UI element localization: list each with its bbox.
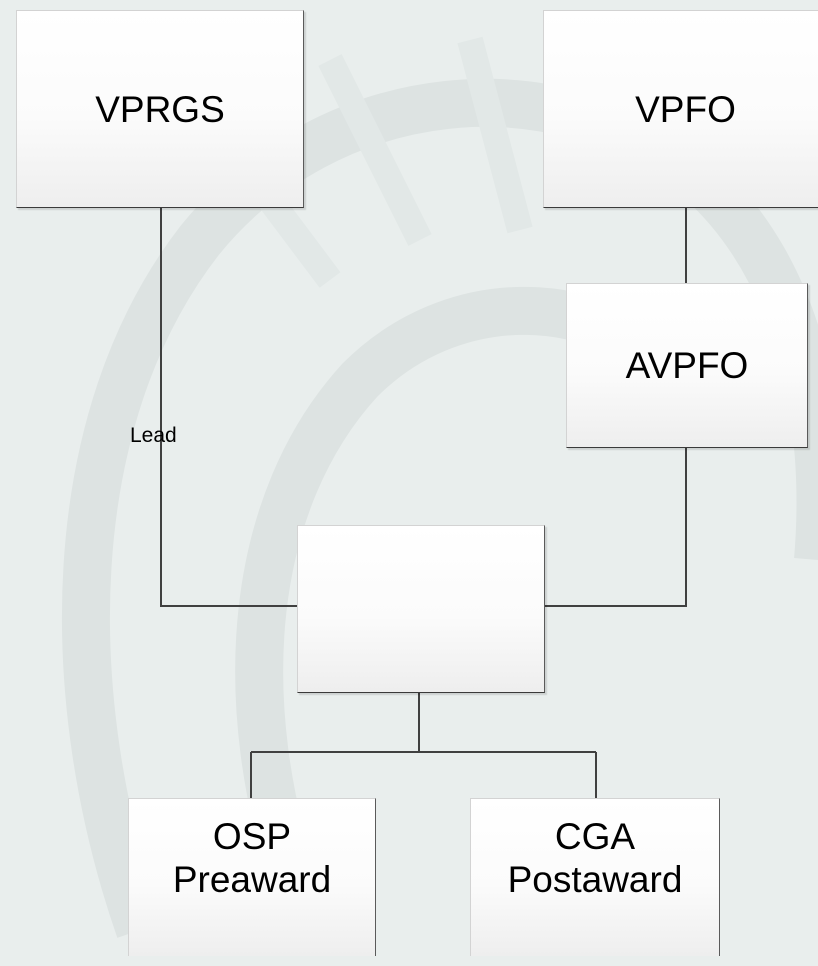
node-vprgs[interactable]: VPRGS xyxy=(16,10,304,208)
connector-center-children xyxy=(250,692,597,798)
edge-label-lead: Lead xyxy=(130,424,177,447)
node-vpfo[interactable]: VPFO xyxy=(543,10,818,208)
node-vprgs-label: VPRGS xyxy=(95,88,225,130)
node-osp-label: OSP Preaward xyxy=(172,816,332,900)
node-center[interactable] xyxy=(297,525,545,693)
node-cga-label: CGA Postaward xyxy=(507,816,683,900)
connector-avpfo-center xyxy=(544,447,687,607)
node-vpfo-label: VPFO xyxy=(635,88,736,130)
node-cga[interactable]: CGA Postaward xyxy=(470,798,720,956)
connector-vprgs-center xyxy=(160,207,298,607)
node-avpfo-label: AVPFO xyxy=(625,345,749,386)
node-osp[interactable]: OSP Preaward xyxy=(128,798,376,956)
node-avpfo[interactable]: AVPFO xyxy=(566,283,808,448)
